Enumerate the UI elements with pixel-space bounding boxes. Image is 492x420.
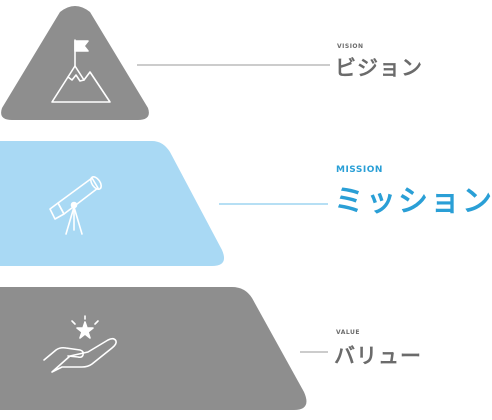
- value-tier: [0, 287, 307, 410]
- mission-jp-label: ミッション: [334, 184, 492, 219]
- mountain-flag-icon: [51, 39, 111, 103]
- mission-tier: [0, 141, 225, 266]
- value-jp-label: バリュー: [334, 344, 422, 368]
- vision-en-label: VISION: [337, 43, 364, 50]
- telescope-icon: [49, 176, 102, 235]
- hand-star-icon: [43, 315, 117, 373]
- mission-en-label: MISSION: [336, 165, 383, 175]
- vision-jp-label: ビジョン: [335, 56, 423, 80]
- value-en-label: VALUE: [336, 329, 360, 336]
